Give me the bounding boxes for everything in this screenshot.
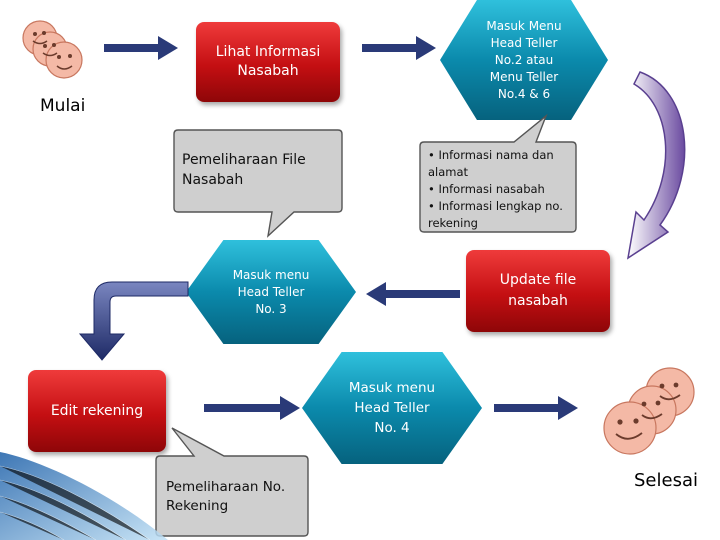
left-arrow-icon — [366, 282, 460, 306]
pemeliharaan-file-callout: Pemeliharaan File Nasabah — [172, 128, 344, 238]
masuk-menu-4-label: Masuk menu Head Teller No. 4 — [348, 380, 436, 436]
down-curved-arrow-icon — [78, 281, 189, 361]
masuk-menu-top-hex: Masuk Menu Head Teller No.2 atau Menu Te… — [440, 0, 608, 120]
informasi-item: • Informasi lengkap no. rekening — [428, 199, 563, 230]
masuk-menu-top-label: Masuk Menu Head Teller No.2 atau Menu Te… — [486, 18, 562, 101]
end-smiley-group-icon — [603, 367, 695, 455]
masuk-menu-4-hex: Masuk menu Head Teller No. 4 — [302, 352, 482, 464]
start-smiley-group-icon — [22, 20, 83, 79]
informasi-item: • Informasi nasabah — [428, 182, 545, 196]
update-file-box: Update file nasabah — [466, 250, 610, 332]
pemeliharaan-file-label: Pemeliharaan File Nasabah — [182, 152, 306, 188]
curved-arrow-icon — [626, 71, 686, 260]
start-label: Mulai — [40, 96, 86, 116]
decorative-wave — [0, 452, 168, 540]
masuk-menu-3-hex: Masuk menu Head Teller No. 3 — [186, 240, 356, 344]
pemeliharaan-no-callout: Pemeliharaan No. Rekening — [154, 424, 310, 538]
right-arrow-icon — [204, 396, 300, 420]
informasi-callout: • Informasi nama dan alamat • Informasi … — [418, 113, 578, 234]
pemeliharaan-no-label: Pemeliharaan No. Rekening — [166, 479, 286, 514]
right-arrow-icon — [104, 36, 178, 60]
lihat-informasi-label: Lihat Informasi Nasabah — [215, 44, 321, 79]
right-arrow-icon — [494, 396, 578, 420]
update-file-label: Update file nasabah — [499, 272, 577, 309]
edit-rekening-box: Edit rekening — [28, 370, 166, 452]
right-arrow-icon — [362, 36, 436, 60]
informasi-item: • Informasi nama dan alamat — [428, 148, 554, 179]
end-label: Selesai — [634, 470, 698, 491]
lihat-informasi-box: Lihat Informasi Nasabah — [196, 22, 340, 102]
masuk-menu-3-label: Masuk menu Head Teller No. 3 — [232, 267, 310, 316]
edit-rekening-label: Edit rekening — [50, 403, 144, 419]
